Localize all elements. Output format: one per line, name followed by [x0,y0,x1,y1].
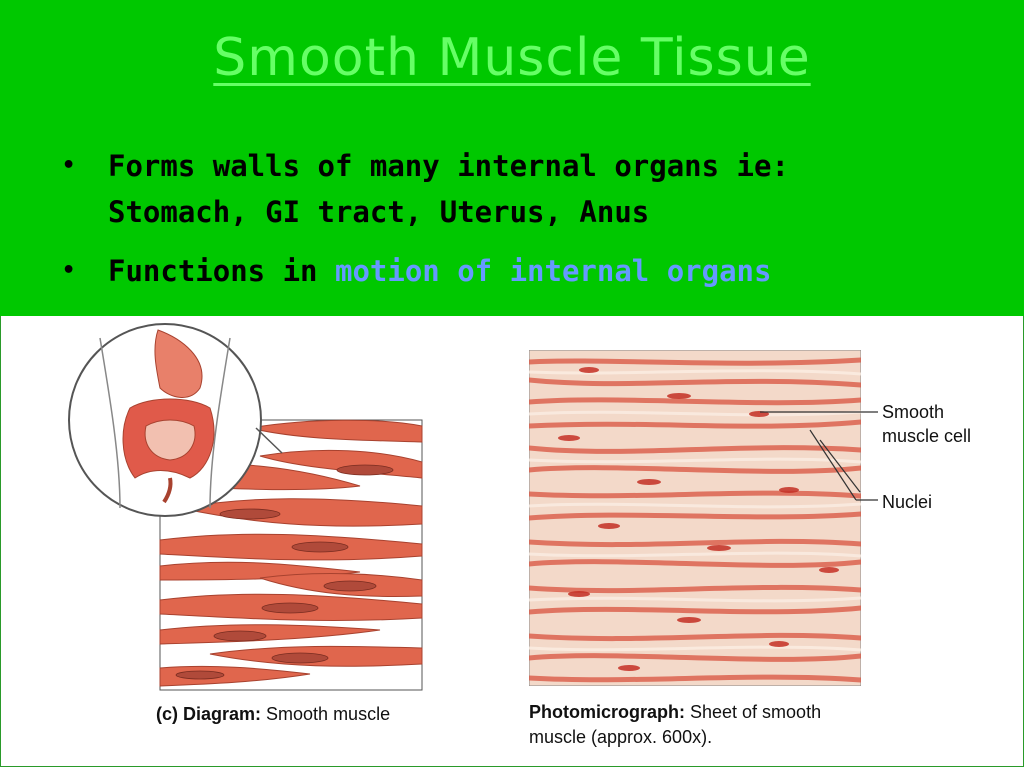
smooth-muscle-cell-label: Smooth muscle cell [882,400,971,448]
photomicrograph-image [529,350,861,686]
nuclei-label: Nuclei [882,492,933,512]
label-cell-line-2: muscle cell [882,426,972,446]
photomicrograph-streaks [529,357,861,683]
bullet-2-highlight: motion of internal organs [334,254,772,288]
bullet-2-text: Functions in motion of internal organs [108,254,772,288]
photomicrograph-nuclei [558,367,839,671]
smooth-muscle-diagram [68,323,423,691]
slide-title: Smooth Muscle Tissue [213,28,811,88]
label-leader-lines [760,411,878,501]
body-inset-illustration [68,323,283,517]
bullet-1-line-1: Forms walls of many internal organs ie: [108,149,789,183]
label-cell-line-1: Smooth [882,402,945,422]
title-band [0,0,1024,316]
diagram-caption: (c) Diagram: Smooth muscle [156,704,391,724]
photomicrograph-caption-line-1: Photomicrograph: Sheet of smooth [529,702,822,722]
bullet-1-line-2: Stomach, GI tract, Uterus, Anus [108,195,650,229]
photomicrograph-caption-line-2: muscle (approx. 600x). [529,727,713,747]
fiber-nuclei [175,464,394,680]
bullet-dot: • [62,153,76,178]
bullet-dot: • [62,258,76,283]
